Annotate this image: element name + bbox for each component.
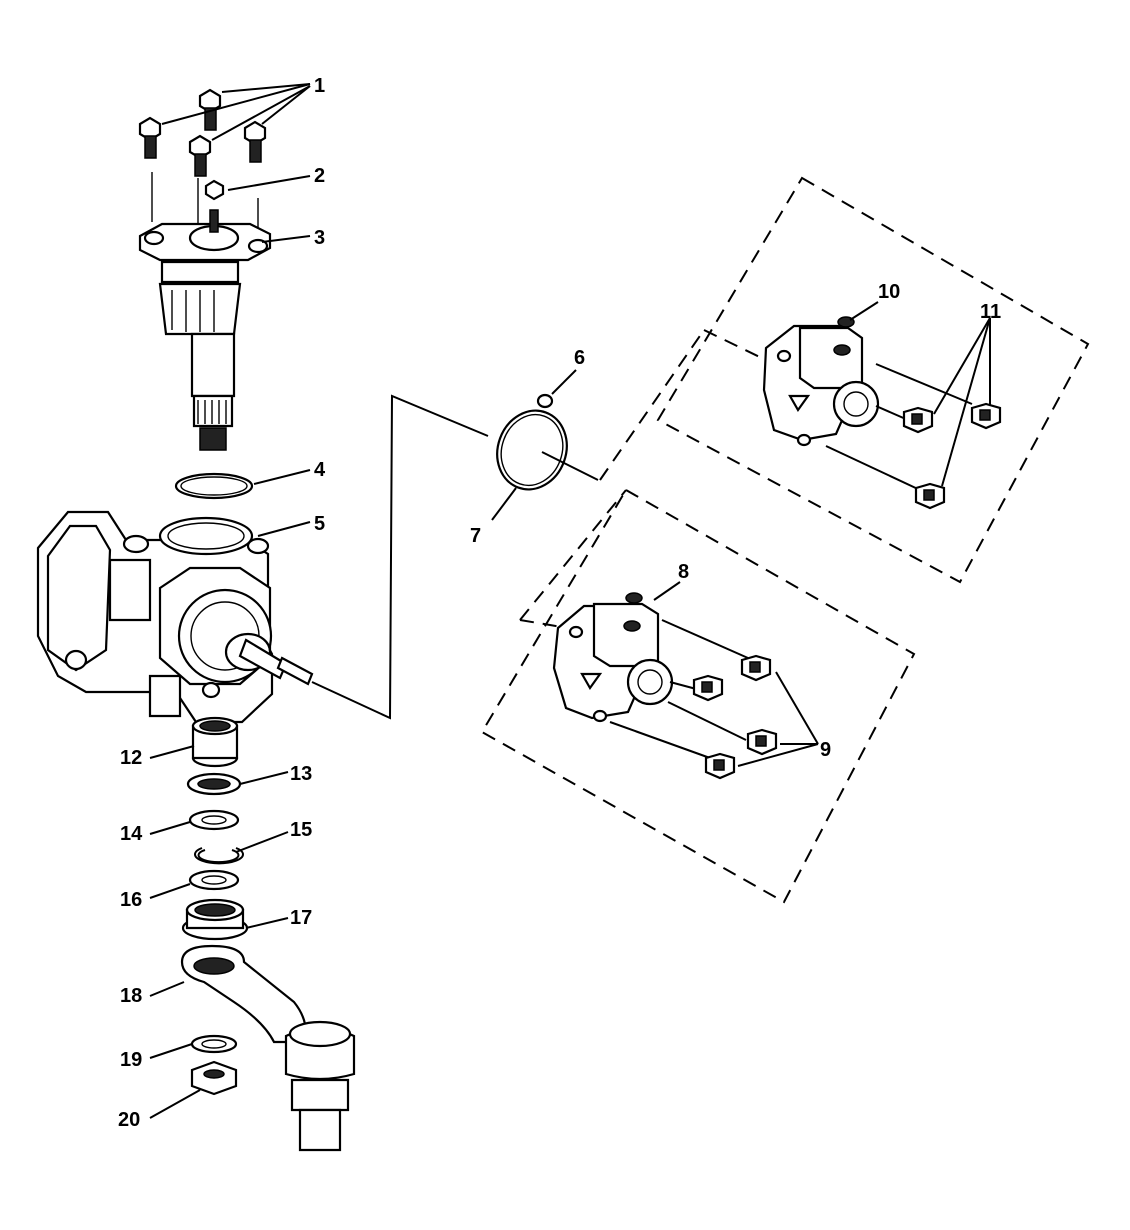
adapter-o-rings — [491, 369, 599, 521]
bolts-9 — [692, 654, 819, 780]
pump-adapter-lower — [552, 592, 749, 759]
washer-2 — [149, 869, 240, 899]
bolt-1b — [138, 116, 162, 159]
callout-19: 19 — [120, 1049, 142, 1071]
kit-outline-lower — [480, 488, 916, 904]
callout-6: 6 — [574, 347, 585, 369]
callout-1: 1 — [314, 75, 325, 97]
kit-outline-upper — [656, 176, 1090, 584]
bolt-1a — [198, 88, 222, 131]
lock-washer — [149, 1034, 238, 1059]
adjuster-nut — [204, 175, 311, 201]
snap-ring — [194, 831, 289, 865]
dust-seal — [181, 898, 289, 941]
sector-o-ring — [174, 469, 311, 500]
callout-12: 12 — [120, 747, 142, 769]
callout-7: 7 — [470, 525, 481, 547]
callout-9: 9 — [820, 739, 831, 761]
callout-17: 17 — [290, 907, 312, 929]
callout-4: 4 — [314, 459, 326, 481]
leader-housing-to-oring — [311, 394, 489, 720]
callout-5: 5 — [314, 513, 325, 535]
callout-8: 8 — [678, 561, 689, 583]
callout-14: 14 — [120, 823, 143, 845]
pump-adapter-upper — [762, 316, 973, 491]
callout-18: 18 — [120, 985, 142, 1007]
washer — [149, 809, 240, 835]
bolts-11 — [902, 317, 1002, 510]
callout-15: 15 — [290, 819, 312, 841]
callout-16: 16 — [120, 889, 142, 911]
seal — [186, 771, 289, 796]
callout-3: 3 — [314, 227, 325, 249]
side-cover-sector-shaft — [138, 172, 311, 451]
callout-10: 10 — [878, 281, 900, 303]
callout-2: 2 — [314, 165, 325, 187]
cover-bolts — [138, 83, 311, 177]
pitman-nut — [149, 1060, 238, 1119]
gear-housing — [36, 510, 314, 724]
callout-20: 20 — [118, 1109, 140, 1131]
pitman-arm — [149, 944, 356, 1152]
callout-13: 13 — [290, 763, 312, 785]
sector-bearing — [149, 716, 239, 768]
bolt-1d — [243, 120, 267, 163]
bolt-1c — [188, 134, 212, 177]
callout-11: 11 — [980, 301, 1001, 323]
